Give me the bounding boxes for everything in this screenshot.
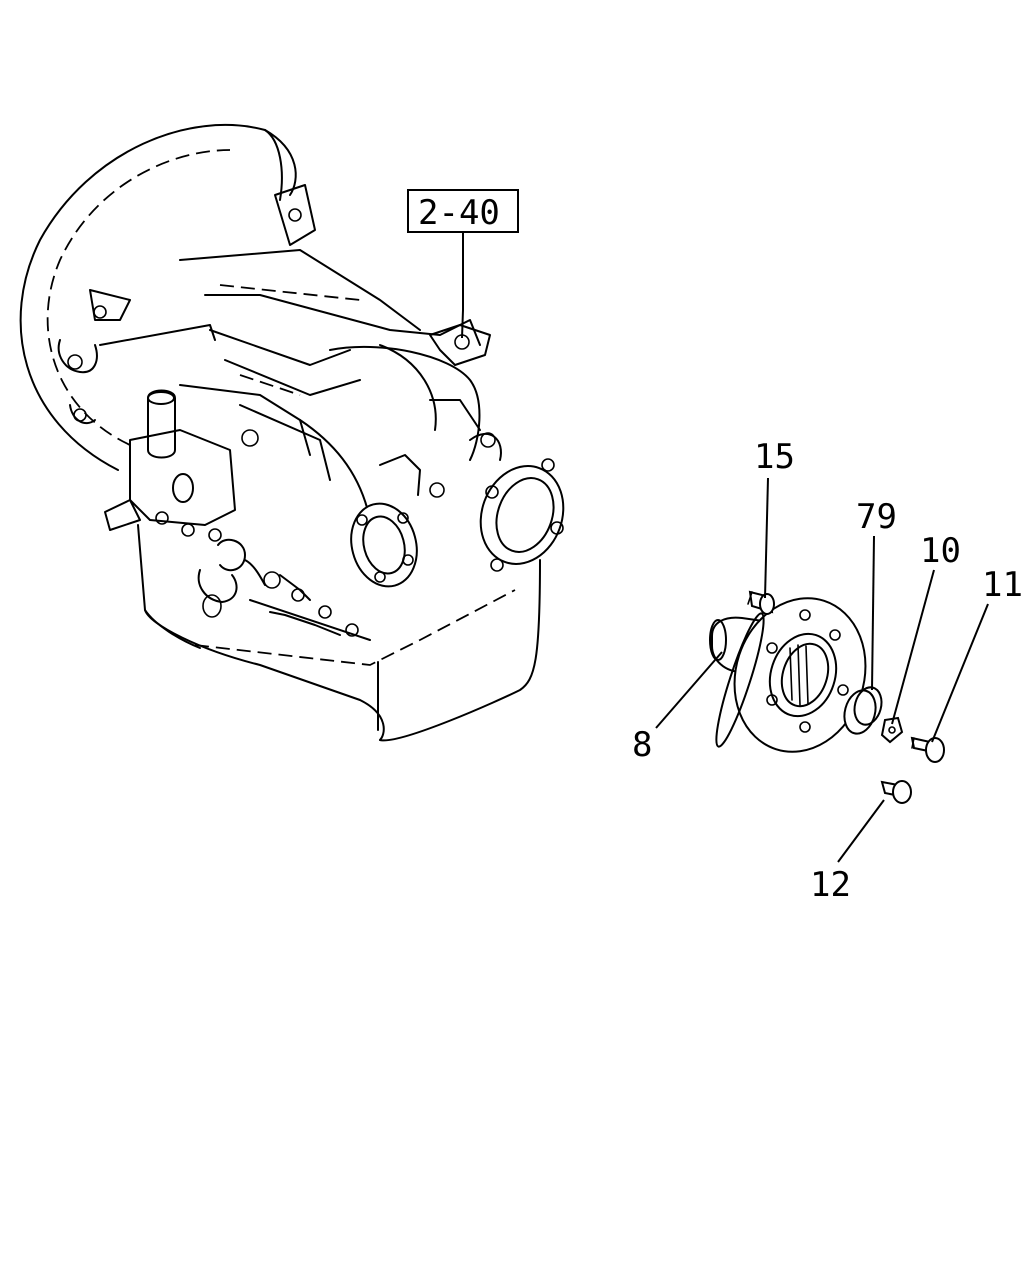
ref-label: 2-40	[418, 193, 500, 233]
callout-15-label: 15	[754, 437, 795, 477]
callout-79-label: 79	[856, 497, 897, 537]
callout-15-leader	[764, 477, 769, 599]
ref-box	[407, 189, 519, 233]
callout-11-leader	[931, 603, 989, 743]
ref-leader-line	[461, 232, 464, 339]
washer	[843, 686, 883, 735]
callout-79-leader	[871, 535, 875, 691]
callout-10-leader	[891, 569, 935, 725]
lock-plate	[880, 716, 904, 744]
callout-12-label: 12	[810, 865, 851, 905]
flange-bolt	[747, 590, 775, 615]
callout-8: 8	[632, 651, 723, 765]
companion-flange	[709, 597, 867, 753]
callout-11: 11	[931, 565, 1023, 743]
callout-8-leader	[655, 651, 723, 729]
callout-15: 15	[754, 437, 795, 599]
callout-12: 12	[810, 799, 885, 905]
callout-11-label: 11	[982, 565, 1023, 605]
nut-bolt	[910, 736, 945, 763]
callout-12-leader	[837, 799, 885, 863]
reference-callout-2-40: 2-40	[407, 189, 519, 339]
callout-10-label: 10	[920, 531, 961, 571]
callout-79: 79	[856, 497, 897, 691]
screw	[880, 780, 912, 804]
callout-8-label: 8	[632, 725, 652, 765]
callout-10: 10	[891, 531, 961, 725]
